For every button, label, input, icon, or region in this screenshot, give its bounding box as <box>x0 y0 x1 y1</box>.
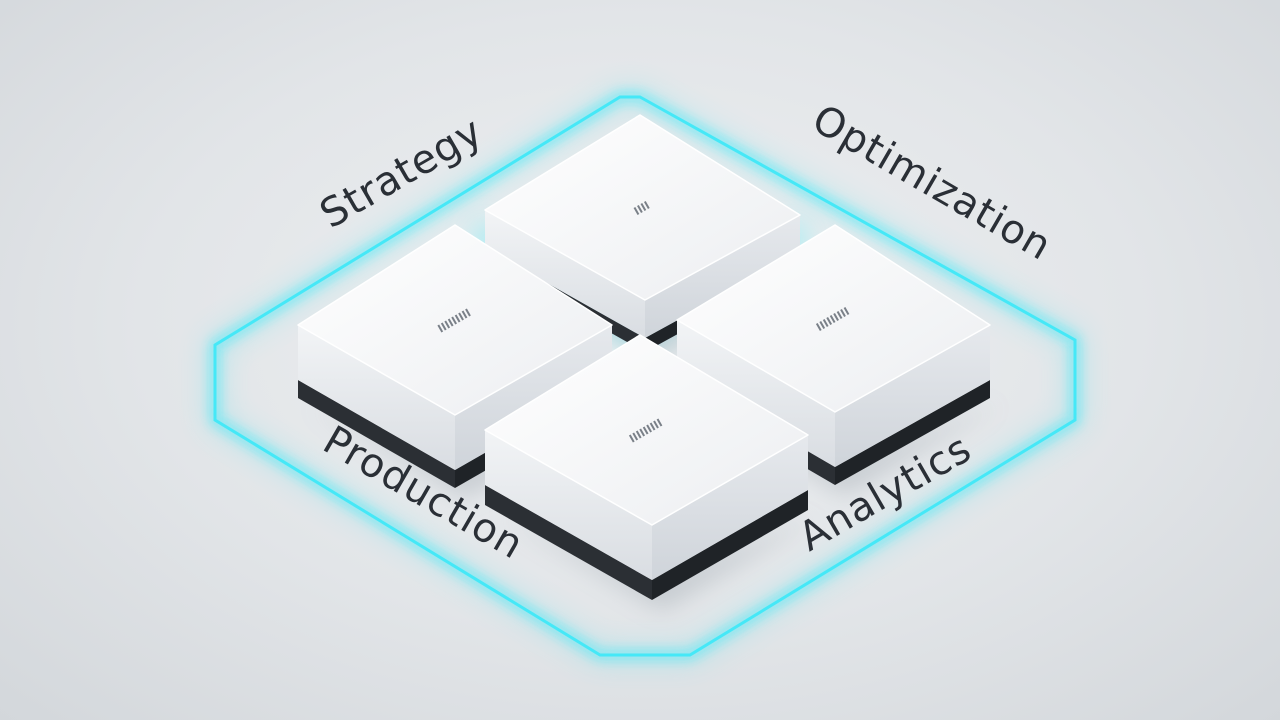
tile-marking <box>437 308 471 333</box>
tile-base-left <box>485 485 652 600</box>
tile-side-right <box>652 435 808 580</box>
module-tile-bottom <box>484 334 818 610</box>
tile-side-left <box>298 325 455 470</box>
tile-marking <box>815 307 850 331</box>
tile-base-right <box>652 490 808 600</box>
platform-outline <box>208 90 1082 662</box>
platform-outline-line <box>213 95 1077 657</box>
tile-side-right <box>835 325 990 467</box>
tile-base-right <box>835 380 990 485</box>
tile-marking <box>628 418 663 443</box>
tile-side-left <box>485 210 645 338</box>
tile-base-left <box>298 380 455 488</box>
tile-side-right <box>645 215 800 338</box>
tile-marking <box>633 201 650 215</box>
tile-side-left <box>485 430 652 580</box>
